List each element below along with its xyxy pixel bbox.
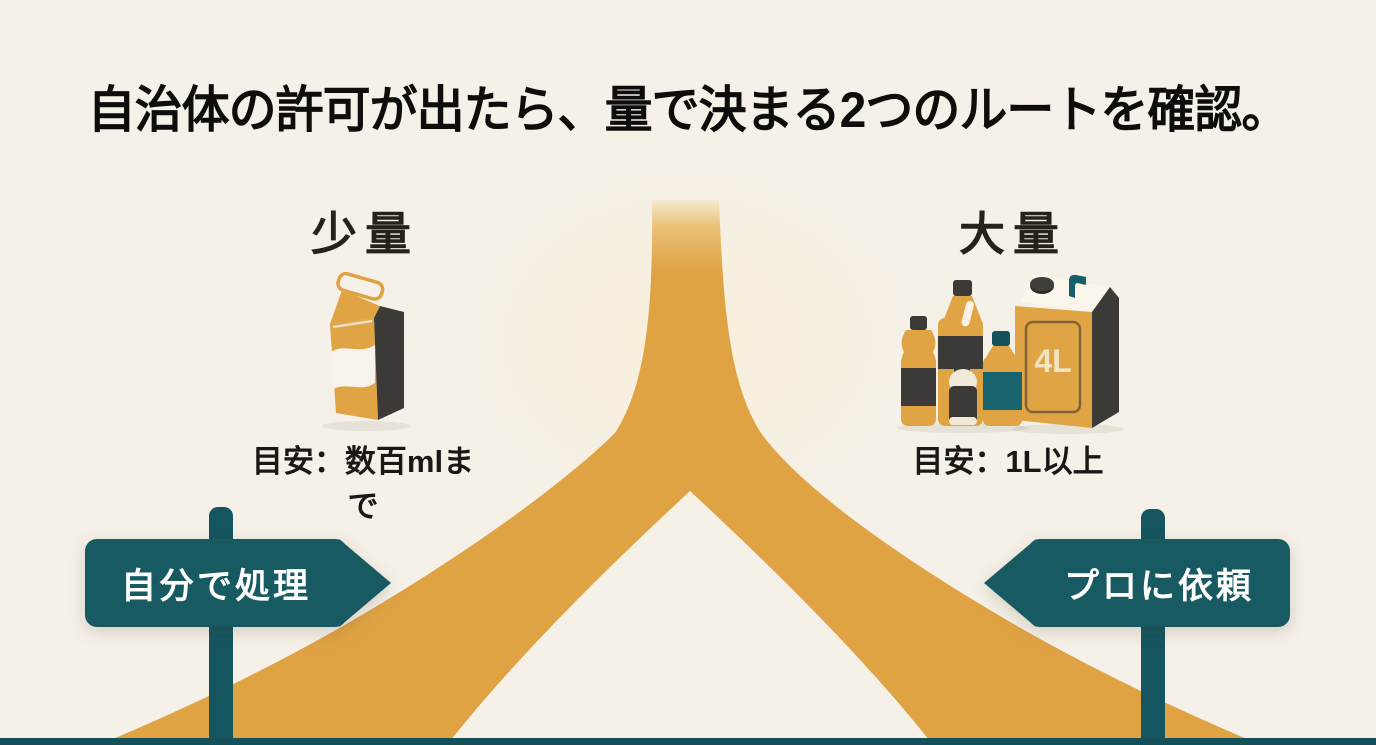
small-quantity-guideline: 目安：数百mlまで (251, 444, 475, 524)
right-arrow-tip-icon (339, 539, 391, 627)
self-dispose-sign-label: 自分で処理 (120, 566, 311, 606)
hire-pro-sign-label: プロに依頼 (1063, 566, 1254, 606)
large-quantity-guideline: 目安：1L以上 (912, 444, 1104, 479)
hire-pro-sign: プロに依頼 (984, 539, 1290, 627)
small-quantity-label: 少量 (311, 209, 419, 260)
jerry-can-icon: 4L (1015, 274, 1119, 428)
left-arrow-tip-icon (984, 539, 1036, 627)
self-dispose-sign: 自分で処理 (85, 539, 391, 627)
teal-band-bottle-icon (983, 331, 1022, 426)
page-title: 自治体の許可が出たら、量で決まる2つのルートを確認。 (87, 83, 1290, 139)
dropper-bottle-icon (949, 346, 977, 425)
bottom-accent-bar (0, 738, 1376, 745)
road-path (98, 200, 1262, 745)
oil-containers-icon: 4L (897, 274, 1124, 434)
large-quantity-label: 大量 (959, 209, 1067, 260)
can-volume-label: 4L (1034, 343, 1071, 379)
self-dispose-sign-plate: 自分で処理 (85, 539, 347, 627)
milk-carton-icon (322, 271, 410, 431)
small-pet-bottle-icon (900, 316, 937, 426)
hire-pro-sign-plate: プロに依頼 (1028, 539, 1290, 627)
